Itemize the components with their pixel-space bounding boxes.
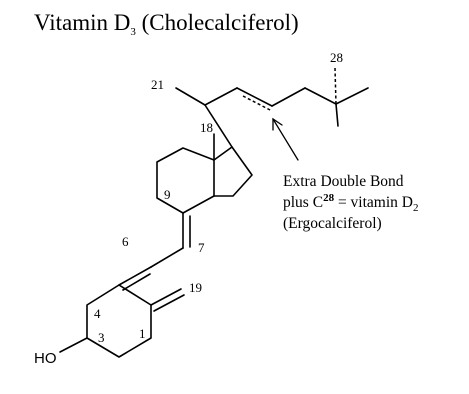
label-c18: 18 [200,120,213,135]
label-hydroxyl: HO [34,350,57,367]
title-main: Vitamin D [34,10,130,35]
label-c9: 9 [164,187,171,202]
title-subscript: 3 [130,26,136,38]
annotation-line-2: plus C28 = vitamin D2 [283,192,418,214]
bond-c22-c23 [236,87,273,107]
ring-a [86,284,152,358]
diagram-title: Vitamin D3 (Cholecalciferol) [34,10,299,38]
label-c6: 6 [122,234,129,249]
annotation-line-2-pre: plus C [283,194,323,211]
bond-c25-c27 [335,103,339,127]
bond-c23-c24 [271,87,306,107]
annotation-line-3: (Ergocalciferol) [283,215,382,232]
label-c3: 3 [98,330,105,345]
atom-labels: 21 28 18 9 7 6 19 4 3 1 HO [34,50,343,367]
bond-c7-c6 [150,247,184,268]
annotation-arrow [272,117,299,161]
bond-c10-c19-b [153,294,185,312]
label-c7: 7 [198,240,205,255]
bond-c6-c5-b [122,273,151,291]
label-c19: 19 [189,280,202,295]
annotation-line-1: Extra Double Bond [283,173,404,190]
cd-ring-system [156,133,253,214]
bond-c24-c25 [304,87,337,105]
annotation-text: Extra Double Bond plus C28 = vitamin D2 … [283,173,418,232]
ring-d [213,146,253,197]
bond-c10-c19-a [150,288,182,306]
title-rest: (Cholecalciferol) [136,10,299,35]
annotation-superscript: 28 [323,192,335,204]
triene-linker [118,212,191,291]
label-c28: 28 [330,50,343,65]
c28-dashed-methyl [334,67,337,105]
bond-c20-c21 [175,87,206,106]
label-c4: 4 [94,306,101,321]
label-c21: 21 [151,77,164,92]
bond-c6-c5-a [118,266,152,286]
bond-c3-oh [59,337,88,353]
bond-c20-c22 [204,87,238,106]
ring-c [156,147,215,214]
bond-c25-c26 [335,87,369,105]
bond-c17-c20 [204,104,233,148]
a-ring [59,284,185,358]
annotation-subscript: 2 [413,202,419,214]
side-chain [175,67,369,148]
label-c1: 1 [139,326,146,341]
annotation-line-2-post: = vitamin D [334,194,413,211]
